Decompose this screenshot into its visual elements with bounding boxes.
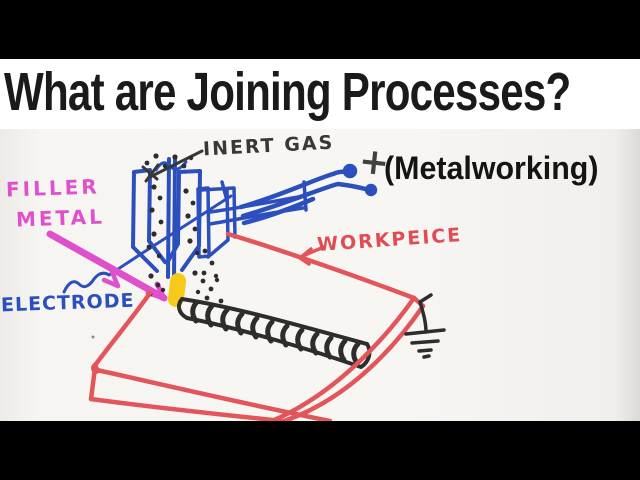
arc-flame xyxy=(167,273,187,307)
ink-speck xyxy=(91,335,95,339)
filler-rod-line xyxy=(46,230,168,302)
handle-bracket xyxy=(199,180,237,259)
inert-gas-pointer xyxy=(141,149,204,183)
hose-end-blob-1 xyxy=(342,163,358,179)
hose-end-blob-2 xyxy=(364,183,378,197)
ground-bars xyxy=(404,328,446,359)
hose-line-1 xyxy=(238,169,349,210)
title-band: What are Joining Processes? xyxy=(0,59,640,129)
workpiece-bottom-edge xyxy=(88,367,333,421)
weld-bead-ribs xyxy=(190,299,361,366)
weld-bead xyxy=(177,297,372,369)
label-filler-metal-line2: METAL xyxy=(15,204,106,232)
torch-hoses xyxy=(238,163,378,226)
filler-rod-mid-barb xyxy=(101,269,121,289)
label-electrode: ELECTRODE xyxy=(0,289,135,317)
inert-gas-pointer-arrow xyxy=(141,163,160,183)
torch-electrode-tube xyxy=(166,156,177,281)
ground-symbol xyxy=(404,293,446,359)
ground-lead xyxy=(418,293,433,334)
letterbox-top xyxy=(0,0,640,59)
video-subtitle: (Metalworking) xyxy=(384,150,599,186)
video-title: What are Joining Processes? xyxy=(4,62,571,122)
workpiece-right-edge xyxy=(269,295,426,421)
electrode-pointer-line xyxy=(62,194,233,294)
hose-line-3 xyxy=(241,196,316,226)
workpiece-left-edge xyxy=(93,290,153,367)
welding-sketch xyxy=(46,149,446,421)
workpiece-arrow xyxy=(298,245,326,266)
handle-bar xyxy=(196,186,211,259)
workpiece-back-edge xyxy=(225,231,417,301)
hose-line-2 xyxy=(240,181,372,219)
inert-gas-pointer-line xyxy=(148,149,204,179)
workpiece-outline xyxy=(88,231,426,421)
label-filler-metal-line1: FILLER xyxy=(5,174,101,202)
gas-particle-dots xyxy=(144,153,230,311)
electrode-tube-lines xyxy=(166,156,177,281)
letterbox-bottom xyxy=(0,421,640,480)
